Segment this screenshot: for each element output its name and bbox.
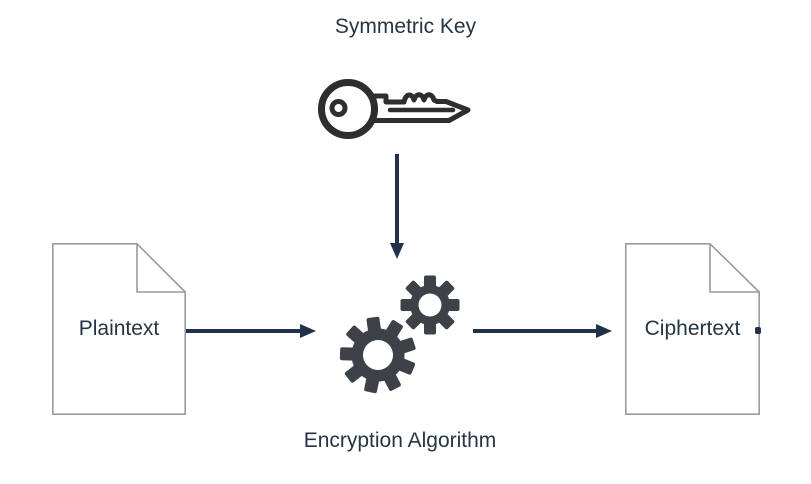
arrowhead-right (300, 324, 316, 338)
folded-corner (136, 243, 186, 293)
arrow-key-to-algorithm (390, 154, 404, 259)
arrow-plaintext-to-algorithm (186, 324, 316, 338)
symmetric-key-label: Symmetric Key (334, 15, 477, 38)
arrow-algorithm-to-ciphertext (473, 324, 612, 338)
arrowhead-right (596, 324, 612, 338)
document-icon-plaintext (52, 243, 186, 415)
document-icon-ciphertext (625, 243, 760, 415)
encryption-algorithm-label: Encryption Algorithm (303, 429, 497, 452)
arrowhead-down (390, 243, 404, 259)
connector-stub-dot (755, 327, 761, 334)
gears-icon (339, 275, 460, 394)
large-gear (339, 316, 416, 394)
key-icon (318, 79, 471, 139)
folded-corner (709, 243, 760, 293)
small-gear (400, 275, 460, 335)
